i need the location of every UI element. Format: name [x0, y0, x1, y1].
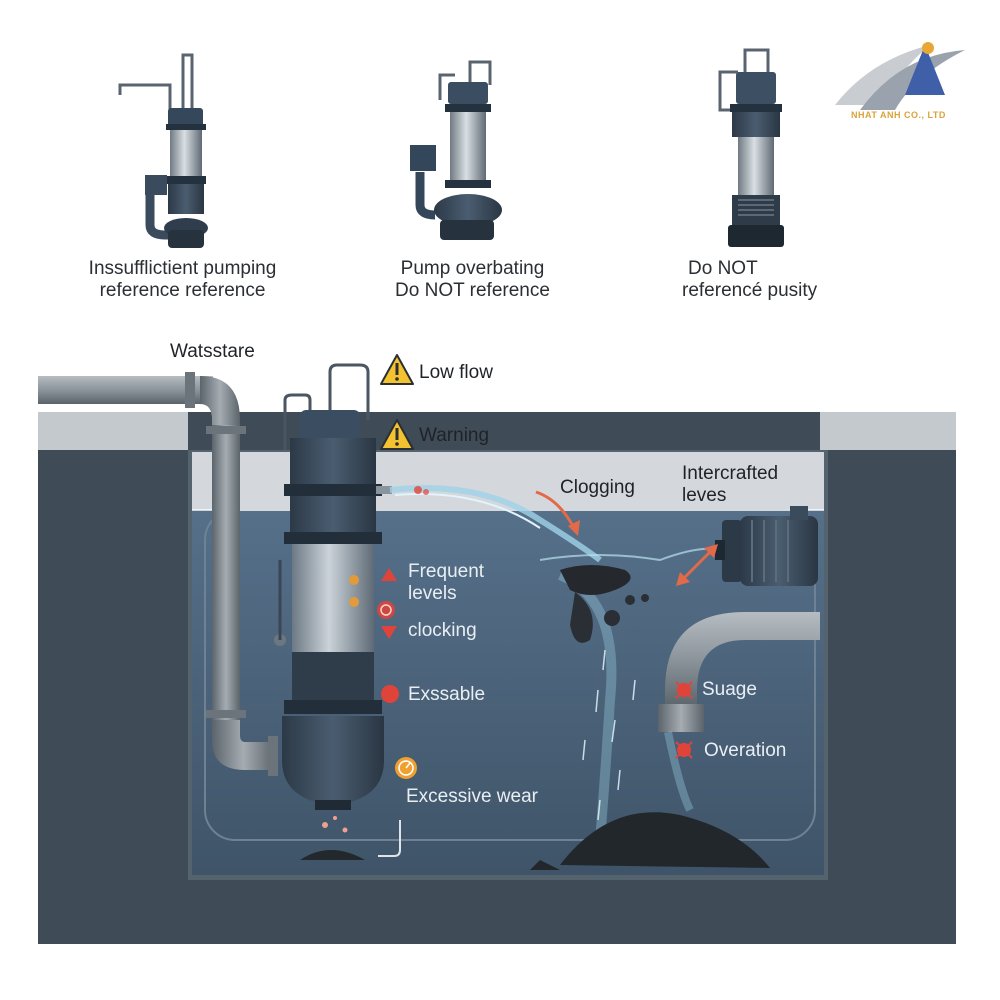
- label-clogging: Clogging: [560, 477, 635, 498]
- arrow-head-icon: [568, 520, 580, 536]
- discharge-pipe-left: [38, 372, 278, 776]
- label-low-flow: Low flow: [419, 362, 493, 383]
- down-triangle-icon: [381, 626, 397, 639]
- motor-unit: [715, 506, 818, 586]
- label-suage: Suage: [702, 679, 757, 700]
- warning-triangle-icon: [380, 419, 414, 450]
- pump-2-caption: Pump overbating Do NOT reference: [395, 258, 550, 301]
- pump-1-caption: Inssufflictient pumping reference refere…: [88, 258, 277, 301]
- label-warning: Warning: [419, 425, 490, 446]
- main-submersible-pump: [274, 363, 401, 860]
- gauge-icon: [395, 757, 417, 779]
- label-clocking: clocking: [408, 620, 477, 641]
- label-watsstare: Watsstare: [170, 341, 255, 362]
- up-triangle-icon: [381, 568, 397, 581]
- burst-icon: [675, 681, 693, 699]
- label-exssable: Exssable: [408, 684, 486, 705]
- outlet-pipe-right: [658, 612, 820, 812]
- top-pump-3: [718, 48, 784, 247]
- spark-icon: [414, 486, 429, 495]
- burst-icon: [675, 741, 693, 759]
- logo-mark: [905, 45, 945, 95]
- label-overation: Overation: [704, 740, 787, 761]
- alert-dot-icon: [381, 685, 399, 703]
- label-intercrafted: Intercrafted leves: [682, 463, 779, 506]
- clog-debris: [530, 565, 770, 870]
- flow-stream: [389, 485, 721, 841]
- logo-dot: [922, 42, 934, 54]
- company-name: NHAT ANH CO., LTD: [851, 110, 946, 120]
- sediment-pile: [560, 812, 770, 868]
- double-arrow-icon: [676, 544, 718, 586]
- alert-circle-icon: [377, 601, 395, 619]
- top-pump-2: [410, 60, 502, 240]
- label-frequent-levels: Frequent levels: [408, 561, 485, 604]
- label-excessive-wear: Excessive wear: [406, 786, 538, 807]
- pump-3-caption: Do NOT referencé pusity: [682, 258, 818, 301]
- logo-swoosh: [835, 45, 930, 105]
- warning-triangle-icon: [380, 354, 414, 385]
- company-logo: [835, 42, 965, 110]
- top-pump-1: [118, 53, 208, 248]
- wet-well-tank: [38, 412, 956, 944]
